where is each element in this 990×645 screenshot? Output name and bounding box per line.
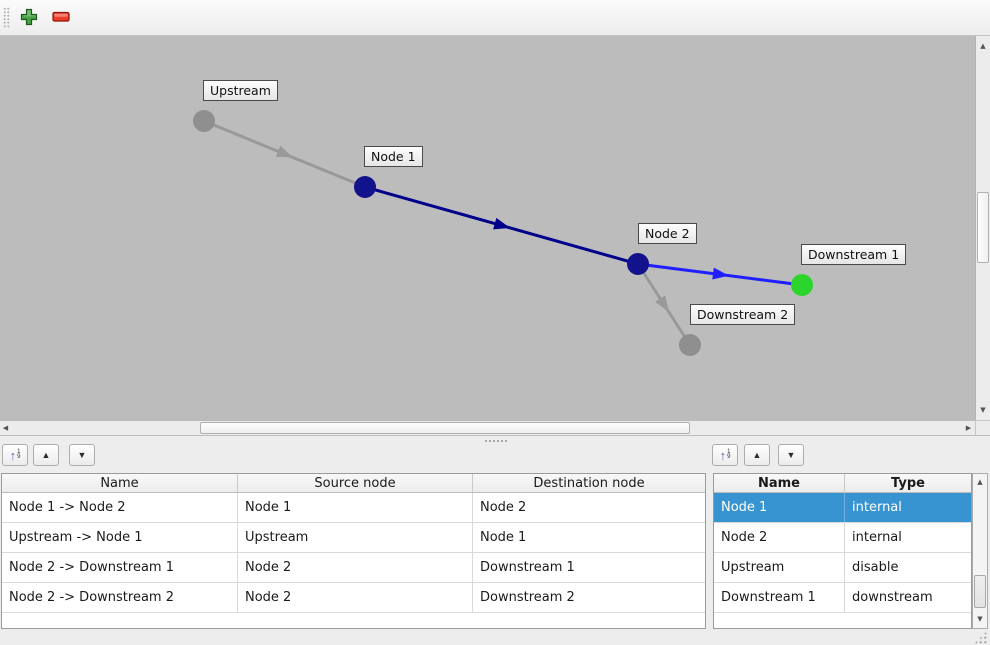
graph-node[interactable] bbox=[627, 253, 649, 275]
nodes-move-up-button[interactable]: ▲ bbox=[744, 444, 770, 466]
table-row[interactable]: Upstream -> Node 1 Upstream Node 1 bbox=[2, 523, 705, 553]
cell-type: downstream bbox=[852, 590, 933, 605]
nodes-move-down-button[interactable]: ▼ bbox=[778, 444, 804, 466]
canvas-horizontal-scrollbar[interactable]: ◀ ▶ bbox=[0, 420, 975, 435]
graph-node[interactable] bbox=[679, 334, 701, 356]
table-row[interactable]: Node 2 -> Downstream 1 Node 2 Downstream… bbox=[2, 553, 705, 583]
nodes-table-scrollbar-thumb[interactable] bbox=[974, 575, 986, 608]
cell-destination: Downstream 2 bbox=[480, 590, 575, 605]
node-label[interactable]: Node 1 bbox=[364, 146, 423, 167]
table-row[interactable]: Node 2 internal bbox=[714, 523, 971, 553]
cell-source: Node 1 bbox=[238, 493, 473, 522]
node-label[interactable]: Downstream 1 bbox=[801, 244, 907, 265]
nodes-table-header: Name Type bbox=[714, 474, 971, 493]
cell-destination: Downstream 1 bbox=[480, 560, 575, 575]
cell-destination: Node 1 bbox=[480, 530, 527, 545]
column-header-name[interactable]: Name bbox=[714, 474, 845, 492]
cell-name: Node 2 -> Downstream 1 bbox=[2, 553, 238, 582]
edge-arrow-icon bbox=[655, 295, 669, 313]
node-label[interactable]: Node 2 bbox=[638, 223, 697, 244]
table-row[interactable]: Upstream disable bbox=[714, 553, 971, 583]
cell-name: Node 2 bbox=[714, 523, 845, 552]
scroll-down-icon[interactable]: ▼ bbox=[977, 615, 983, 623]
scroll-up-icon[interactable]: ▲ bbox=[980, 41, 986, 50]
horizontal-splitter[interactable] bbox=[0, 435, 990, 444]
edge-arrow-icon bbox=[275, 145, 293, 158]
remove-button[interactable] bbox=[47, 4, 75, 32]
node-label[interactable]: Upstream bbox=[203, 80, 278, 101]
graph-node[interactable] bbox=[354, 176, 376, 198]
cell-name: Node 1 bbox=[714, 493, 845, 522]
nodes-table: Name Type Node 1 internal Node 2 interna… bbox=[713, 473, 972, 629]
edge-arrow-icon bbox=[493, 217, 511, 230]
column-header-name[interactable]: Name bbox=[2, 474, 238, 492]
cell-type: disable bbox=[852, 560, 899, 575]
add-button[interactable] bbox=[15, 4, 43, 32]
scroll-left-icon[interactable]: ◀ bbox=[2, 424, 9, 432]
scroll-up-icon[interactable]: ▲ bbox=[977, 478, 983, 486]
graph-node[interactable] bbox=[791, 274, 813, 296]
edges-table-header: Name Source node Destination node bbox=[2, 474, 705, 493]
table-row[interactable]: Node 1 -> Node 2 Node 1 Node 2 bbox=[2, 493, 705, 523]
canvas-vertical-scrollbar[interactable]: ▲ ▼ bbox=[975, 36, 990, 420]
main-toolbar bbox=[0, 0, 990, 36]
graph-svg bbox=[193, 110, 813, 356]
cell-source: Upstream bbox=[238, 523, 473, 552]
up-triangle-icon: ▲ bbox=[752, 449, 762, 460]
column-header-source-node[interactable]: Source node bbox=[238, 474, 473, 492]
cell-name: Downstream 1 bbox=[714, 583, 845, 612]
cell-source: Node 2 bbox=[238, 583, 473, 612]
down-triangle-icon: ▼ bbox=[77, 449, 87, 460]
column-header-destination-node[interactable]: Destination node bbox=[533, 475, 645, 491]
cell-name: Node 1 -> Node 2 bbox=[2, 493, 238, 522]
edges-table: Name Source node Destination node Node 1… bbox=[1, 473, 706, 629]
table-row[interactable]: Node 2 -> Downstream 2 Node 2 Downstream… bbox=[2, 583, 705, 613]
cell-type: internal bbox=[852, 500, 902, 515]
cell-type: internal bbox=[852, 530, 902, 545]
table-row-selected[interactable]: Node 1 internal bbox=[714, 493, 971, 523]
minus-icon bbox=[52, 11, 70, 26]
nodes-table-scrollbar[interactable]: ▲ ▼ bbox=[972, 473, 988, 629]
status-bar bbox=[0, 629, 990, 645]
cell-destination: Node 2 bbox=[480, 500, 527, 515]
edges-move-up-button[interactable]: ▲ bbox=[33, 444, 59, 466]
node-label[interactable]: Downstream 2 bbox=[690, 304, 796, 325]
cell-source: Node 2 bbox=[238, 553, 473, 582]
graph-node[interactable] bbox=[193, 110, 215, 132]
scrollbar-corner bbox=[975, 420, 990, 435]
table-row[interactable]: Downstream 1 downstream bbox=[714, 583, 971, 613]
edges-move-down-button[interactable]: ▼ bbox=[69, 444, 95, 466]
cell-name: Upstream bbox=[714, 553, 845, 582]
plus-icon bbox=[20, 8, 38, 29]
scroll-down-icon[interactable]: ▼ bbox=[980, 405, 986, 414]
splitter-handle-icon bbox=[484, 439, 508, 442]
down-triangle-icon: ▼ bbox=[786, 449, 796, 460]
cell-name: Node 2 -> Downstream 2 bbox=[2, 583, 238, 612]
scroll-right-icon[interactable]: ▶ bbox=[965, 424, 972, 432]
up-triangle-icon: ▲ bbox=[41, 449, 51, 460]
column-header-type[interactable]: Type bbox=[891, 475, 925, 491]
horizontal-scrollbar-thumb[interactable] bbox=[200, 422, 690, 434]
toolbar-drag-handle[interactable] bbox=[3, 7, 10, 29]
cell-name: Upstream -> Node 1 bbox=[2, 523, 238, 552]
vertical-scrollbar-thumb[interactable] bbox=[977, 192, 989, 263]
edge-arrow-icon bbox=[712, 267, 729, 280]
